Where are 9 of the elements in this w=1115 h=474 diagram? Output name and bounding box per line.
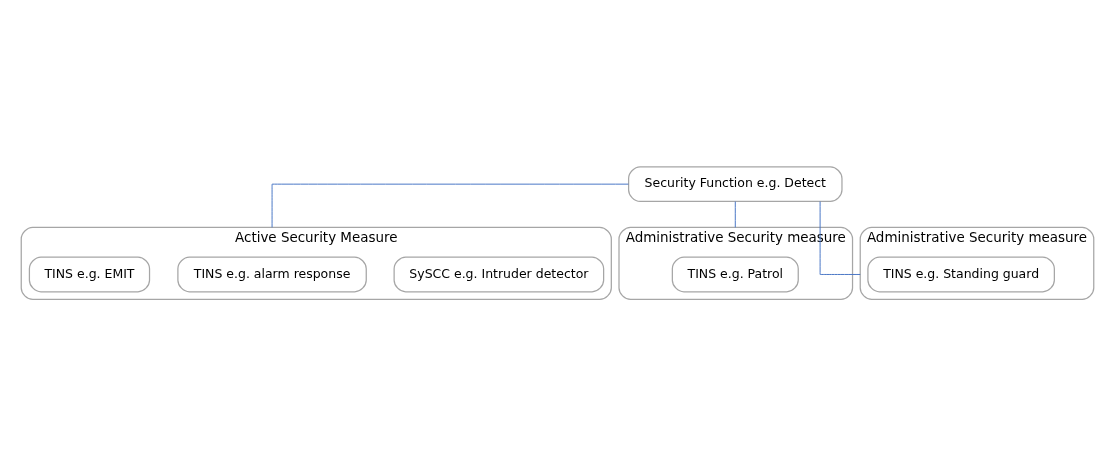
node-box: TINS e.g. EMIT (28, 256, 151, 293)
node-box: TINS e.g. alarm response (177, 256, 367, 293)
node-box: TINS e.g. Standing guard (867, 256, 1055, 293)
node-box: TINS e.g. Patrol (671, 256, 799, 293)
connector (819, 201, 861, 275)
connector (734, 201, 736, 228)
node-box: Security Function e.g. Detect (628, 166, 843, 203)
node-box: SySCC e.g. Intruder detector (393, 256, 605, 293)
connector (271, 183, 629, 228)
